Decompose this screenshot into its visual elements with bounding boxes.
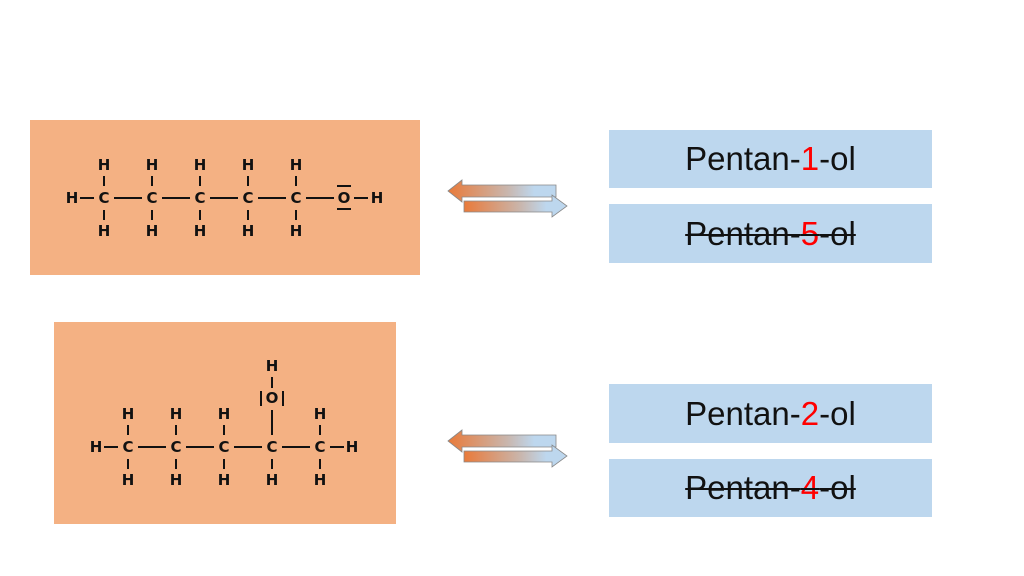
- atom-c: C: [266, 438, 277, 456]
- name-text: Pentan-2-ol: [685, 394, 856, 432]
- atom-h: H: [194, 222, 207, 240]
- atom-h: H: [98, 222, 111, 240]
- atom-c: C: [98, 189, 109, 207]
- atom-c: C: [290, 189, 301, 207]
- atom-h: H: [290, 156, 303, 174]
- atom-h: H: [90, 438, 103, 456]
- atom-h: H: [122, 471, 135, 489]
- atom-c: C: [218, 438, 229, 456]
- atom-h: H: [146, 156, 159, 174]
- bonds: [80, 176, 368, 220]
- pentan-2-ol-structure: H C C C C C H O H H H H H H H H H H: [54, 322, 396, 524]
- atom-h: H: [122, 405, 135, 423]
- arrow-left-icon: [447, 429, 557, 453]
- name-pentan-2-ol: Pentan-2-ol: [609, 384, 932, 443]
- atom-h: H: [290, 222, 303, 240]
- atom-c: C: [314, 438, 325, 456]
- pentan-2-ol-diagram: H C C C C C H O H H H H H H H H H H: [90, 357, 359, 489]
- atom-c: C: [242, 189, 253, 207]
- atom-c: C: [194, 189, 205, 207]
- atom-h: H: [218, 405, 231, 423]
- equilibrium-arrows-2: [447, 429, 568, 468]
- atom-h: H: [146, 222, 159, 240]
- atom-h: H: [346, 438, 359, 456]
- atom-c: C: [146, 189, 157, 207]
- atom-h: H: [314, 471, 327, 489]
- atom-h: H: [66, 189, 79, 207]
- atom-h: H: [371, 189, 384, 207]
- atom-h: H: [242, 156, 255, 174]
- name-pentan-1-ol: Pentan-1-ol: [609, 130, 932, 188]
- atom-o: O: [338, 189, 351, 207]
- atom-h: H: [266, 471, 279, 489]
- atom-h: H: [314, 405, 327, 423]
- atom-o: O: [266, 389, 279, 407]
- name-text-struck: Pentan-5-ol: [685, 214, 856, 252]
- atom-h: H: [266, 357, 279, 375]
- name-pentan-5-ol-struck: Pentan-5-ol: [609, 204, 932, 263]
- name-text: Pentan-1-ol: [685, 140, 856, 177]
- bonds: [104, 377, 344, 469]
- equilibrium-arrows-1: [447, 179, 568, 218]
- atom-h: H: [170, 471, 183, 489]
- atom-h: H: [218, 471, 231, 489]
- arrow-left-icon: [447, 179, 557, 203]
- atom-h: H: [170, 405, 183, 423]
- atom-c: C: [170, 438, 181, 456]
- pentan-1-ol-diagram: H C C C C C O H H H H H H H H H H H: [66, 156, 384, 240]
- pentan-1-ol-structure: H C C C C C O H H H H H H H H H H H: [30, 120, 420, 275]
- atom-h: H: [98, 156, 111, 174]
- name-pentan-4-ol-struck: Pentan-4-ol: [609, 459, 932, 517]
- atom-h: H: [242, 222, 255, 240]
- arrow-right-icon: [463, 194, 568, 218]
- name-text-struck: Pentan-4-ol: [685, 469, 856, 506]
- arrow-right-icon: [463, 444, 568, 468]
- atom-h: H: [194, 156, 207, 174]
- atom-c: C: [122, 438, 133, 456]
